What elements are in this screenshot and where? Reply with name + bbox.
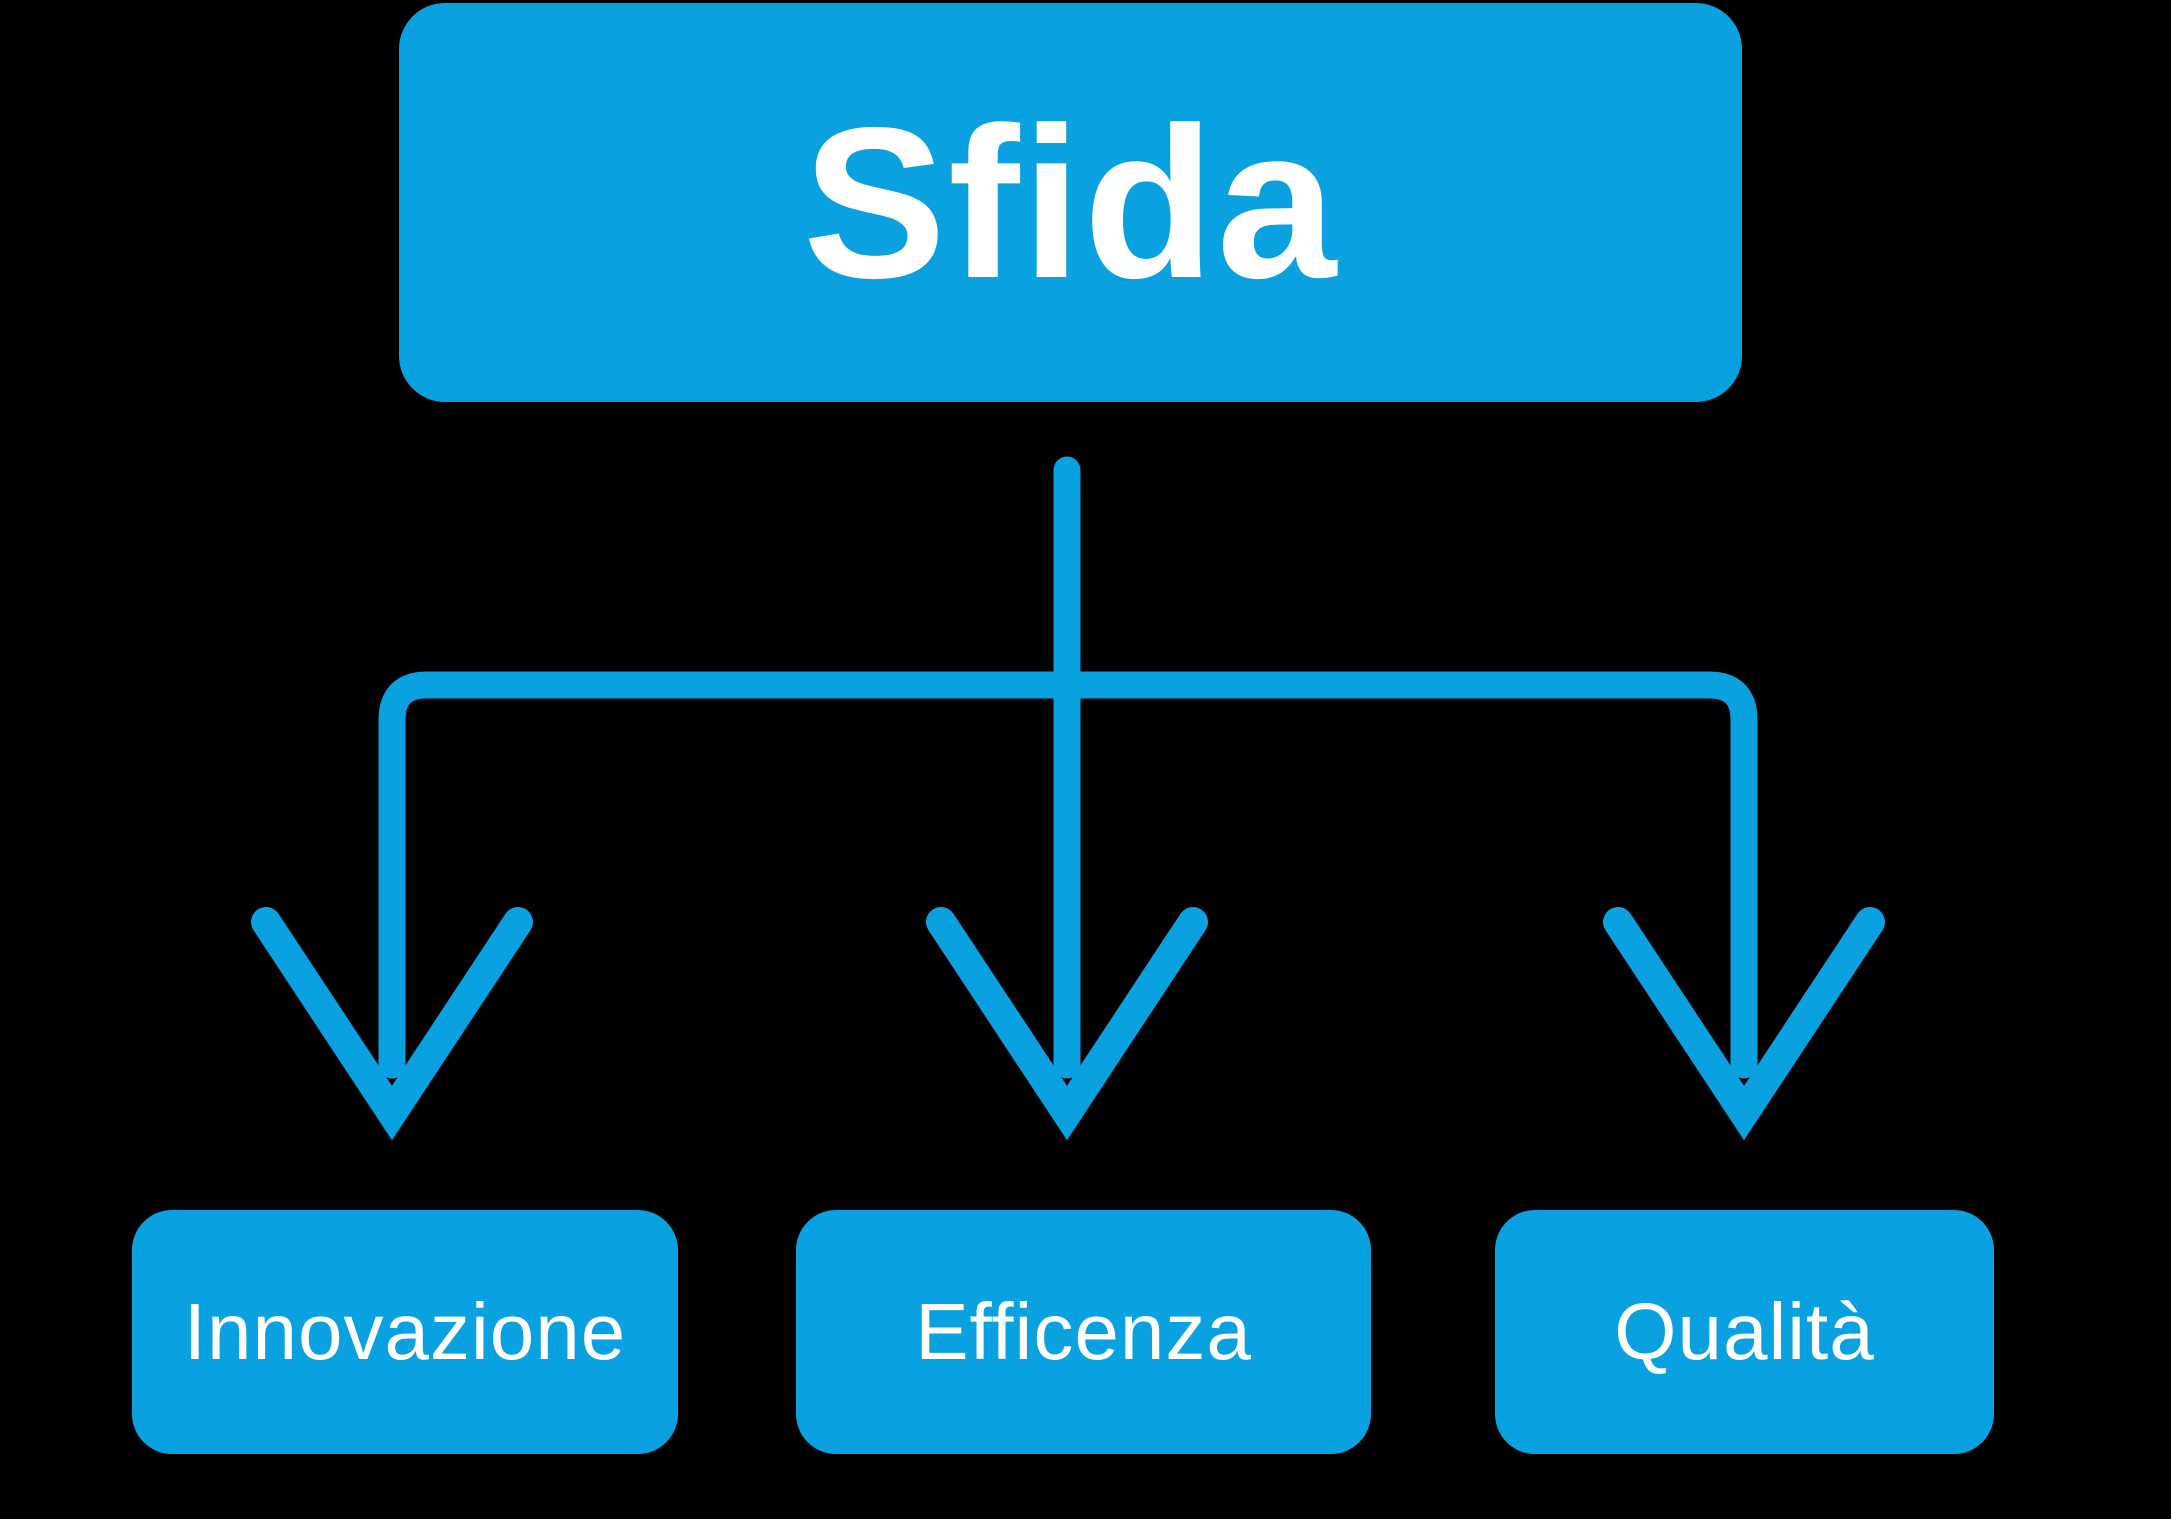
child-node-label: Innovazione (183, 1287, 627, 1376)
child-node-qualita: Qualità (1495, 1210, 1994, 1454)
child-node-innovazione: Innovazione (132, 1210, 678, 1454)
branch-rail-line (378, 671, 1758, 1079)
arrowhead-right-icon (1603, 907, 1885, 1141)
child-node-efficenza: Efficenza (796, 1210, 1371, 1454)
root-node-label: Sfida (802, 81, 1339, 323)
child-node-label: Qualità (1614, 1287, 1875, 1376)
arrowhead-left-icon (251, 907, 533, 1141)
root-node-sfida: Sfida (399, 3, 1742, 402)
arrowhead-center-icon (926, 907, 1208, 1141)
child-node-label: Efficenza (915, 1287, 1252, 1376)
